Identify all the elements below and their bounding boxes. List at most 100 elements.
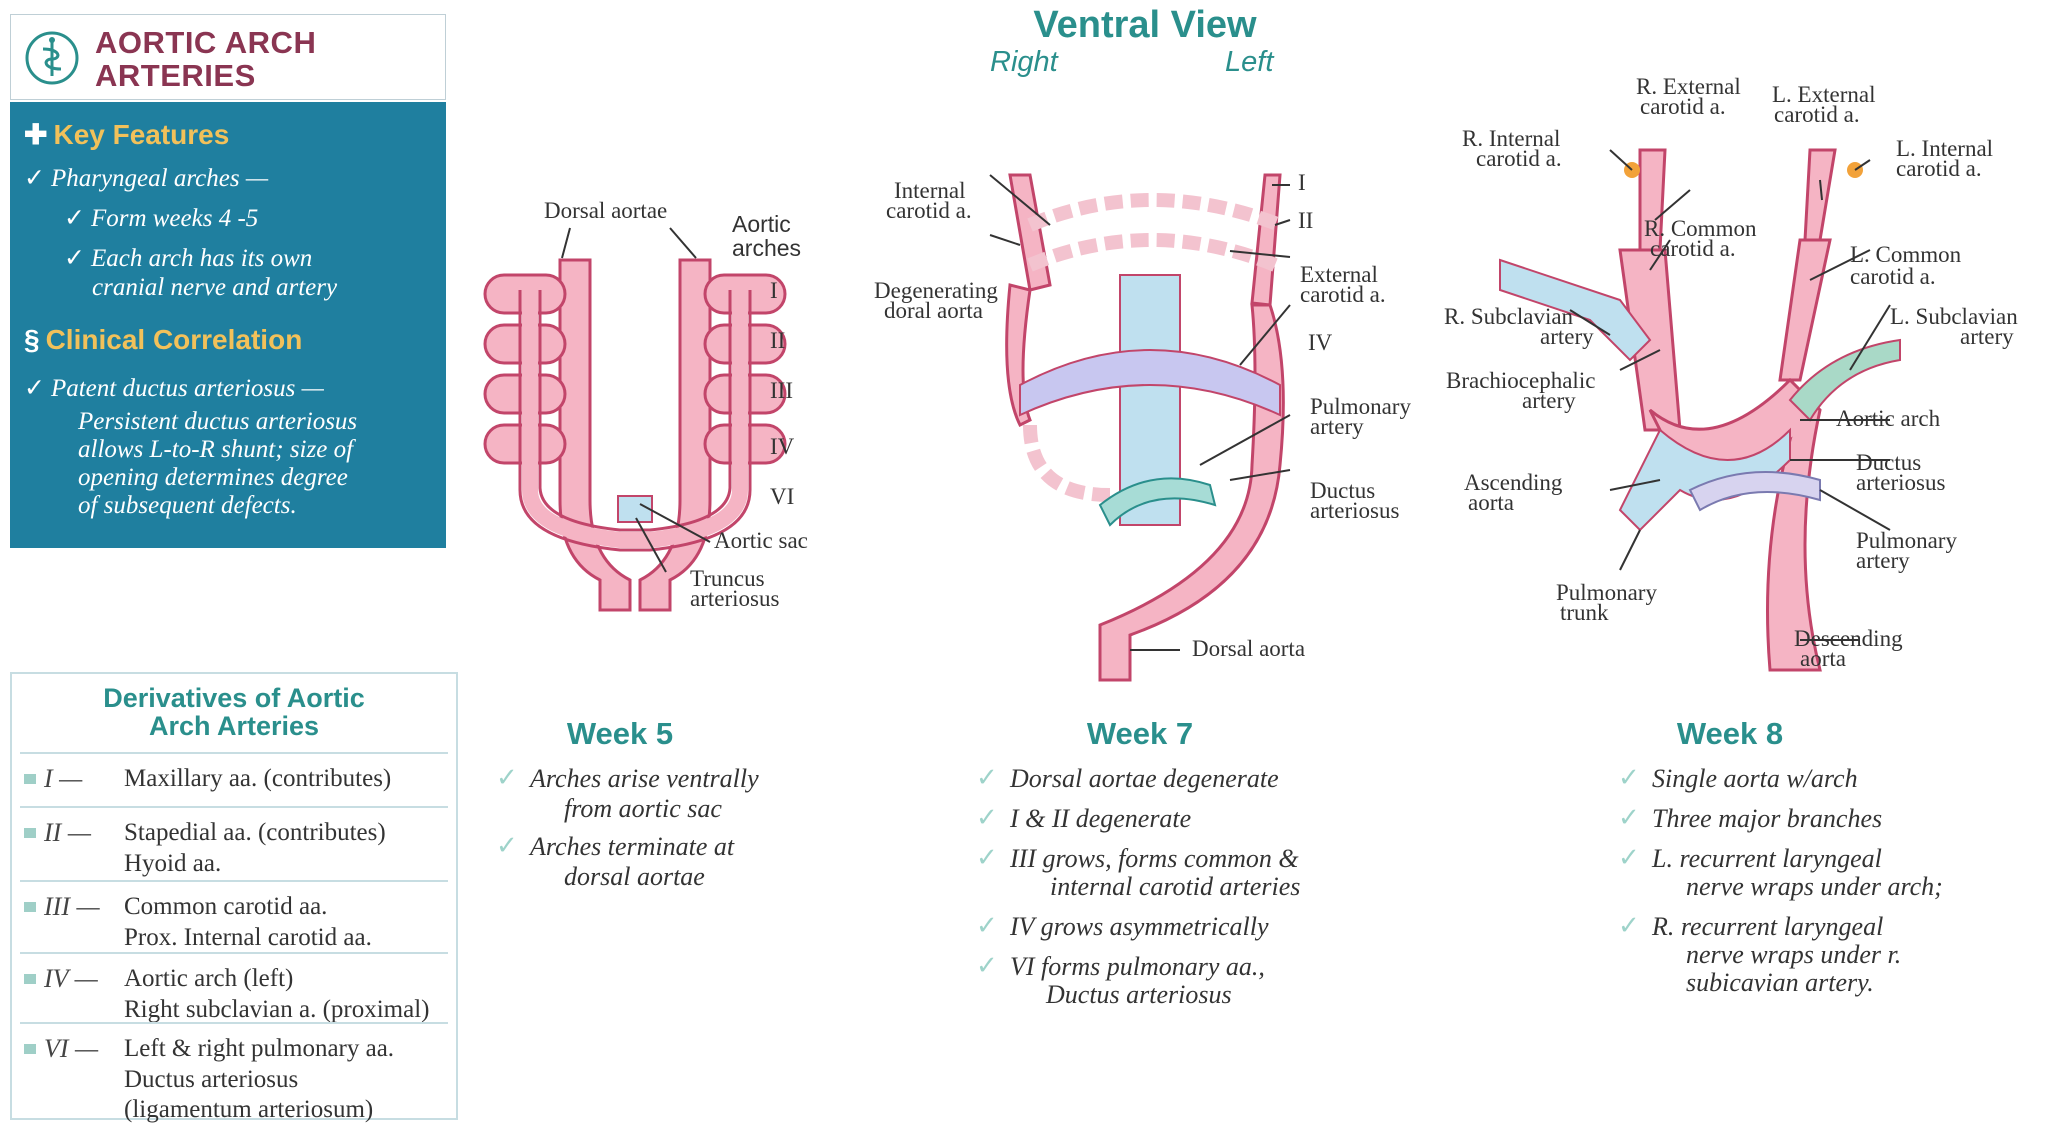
label-descending: Descending [1794,626,1903,651]
key-feature-line: ✓Form weeks 4 -5 [64,203,258,234]
plus-icon: ✚ [24,119,48,150]
cc-text-0: Patent ductus arteriosus — [50,375,324,402]
label-arch-i: I [770,278,778,303]
key-features-panel: ✚Key Features ✓Pharyngeal arches — ✓Form… [10,102,446,548]
row-line: Left & right pulmonary aa. [124,1035,395,1062]
cc-text-1: Persistent ductus arteriosus [78,408,358,435]
l-subclavian-shape [1788,338,1901,422]
label-arteriosus-w8: arteriosus [1856,470,1946,495]
list-item: ✓III grows, forms common & [976,843,1299,873]
list-item: nerve wraps under arch; [1686,872,1943,901]
list-item: internal carotid arteries [1050,872,1300,901]
deriv-title-2: Arch Arteries [148,711,320,742]
label-brachiocephalic-artery: artery [1522,388,1576,413]
cc-text-4: of subsequent defects. [78,492,297,519]
item-text: III grows, forms common & [1010,844,1299,873]
cc-text-3: opening determines degree [78,464,348,491]
clinical-line: Persistent ductus arteriosus [78,408,357,437]
label-r-common-carotid: carotid a. [1650,236,1736,261]
label-trunk: trunk [1560,600,1609,625]
table-row: VI — Left & right pulmonary aa.Ductus ar… [20,1022,448,1123]
item-text: subicavian artery. [1686,968,1874,997]
label-l-subclavian: L. Subclavian [1890,304,2018,329]
label-l-common: L. Common [1850,242,1962,267]
label-external: External [1300,262,1378,287]
item-text: I & II degenerate [1010,804,1192,833]
list-item: ✓ IV grows asymmetrically [976,911,1269,941]
dorsal-aorta-shape [1098,303,1285,682]
caduceus-icon [25,31,79,85]
label-l-external-carotid: carotid a. [1774,102,1860,127]
title-line-1: AORTIC ARCH [95,25,317,60]
label-r-subclavian-artery: artery [1540,324,1594,349]
check-icon: ✓ [64,243,85,272]
item-text: nerve wraps under r. [1686,940,1902,969]
item-text: Dorsal aortae degenerate [1010,764,1279,793]
item-text: Arches arise ventrally [530,764,759,793]
list-item: nerve wraps under r. [1686,940,1901,969]
week5-diagram [483,227,787,612]
left-internal-carotid [1008,173,1052,292]
check-icon: ✓ [496,763,518,793]
row-bullet [24,902,36,912]
clinical-line: ✓Patent ductus arteriosus — [24,373,324,404]
check-icon: ✓ [64,203,85,232]
deriv-title-1: Derivatives of Aortic [103,683,365,713]
cc-text-2: allows L-to-R shunt; size of [78,436,354,463]
week7-diagram [989,173,1291,682]
label-arch-ii-w7: II [1298,208,1314,233]
item-text: L. recurrent laryngeal [1652,844,1882,873]
clinical-line: of subsequent defects. [78,492,297,521]
week8-title: Week 8 [1676,716,1784,751]
label-arteriosus: arteriosus [690,586,780,611]
derivatives-table: Derivatives of Aortic Arch Arteries I — … [10,672,458,1123]
label-aortic-sac: Aortic sac [714,528,808,553]
check-icon: ✓ [976,763,998,793]
label-aortic: Aortic [732,211,791,237]
list-item: subicavian artery. [1686,968,1874,997]
kf-text-2: Each arch has its own [90,245,313,272]
label-descending-aorta: aorta [1800,646,1846,671]
label-arch-iv: IV [770,434,795,459]
label-ascending-aorta: aorta [1468,490,1514,515]
week8-diagram [1499,148,1901,672]
row-line: (ligamentum arteriosum) [124,1096,374,1123]
label-r-internal: R. Internal [1462,126,1561,151]
pulmonary-artery-shape [1688,471,1821,512]
left-side-label: Left [1225,46,1274,78]
arch-number: IV — [44,964,98,993]
label-ductus: Ductus [1310,478,1376,503]
item-text: dorsal aortae [564,862,705,891]
table-row: I — Maxillary aa. (contributes) [20,752,448,806]
row-text: Common carotid aa.Prox. Internal carotid… [124,892,372,953]
list-item: ✓R. recurrent laryngeal [1618,911,1883,941]
row-line: Prox. Internal carotid aa. [124,923,372,951]
list-item: dorsal aortae [564,862,705,891]
label-aortic-arch: Aortic arch [1836,406,1941,431]
label-r-common: R. Common [1644,216,1757,241]
check-icon: ✓ [496,831,518,861]
check-icon: ✓ [976,951,998,981]
check-icon: ✓ [1618,843,1640,873]
label-internal-carotid: carotid a. [886,198,972,223]
title-card: AORTIC ARCH ARTERIES [10,14,446,100]
label-pulmonary-w8: Pulmonary [1856,528,1957,553]
check-icon: ✓ [976,911,998,941]
item-text: nerve wraps under arch; [1686,872,1943,901]
row-text: Aortic arch (left)Right subclavian a. (p… [124,964,429,1025]
check-icon: ✓ [24,163,45,192]
row-bullet [24,774,36,784]
item-text: Arches terminate at [530,832,735,861]
key-features-title: Key Features [53,119,230,150]
label-l-internal-carotid: carotid a. [1896,156,1982,181]
row-line: Maxillary aa. (contributes) [124,765,392,792]
row-line: Aortic arch (left) [124,965,294,992]
item-text: IV grows asymmetrically [1010,912,1269,941]
week5-title: Week 5 [566,716,674,751]
arch-number: III — [44,892,100,921]
label-dorsal-aorta-w7: Dorsal aorta [1192,636,1306,661]
label-internal: Internal [894,178,966,203]
label-brachiocephalic: Brachiocephalic [1446,368,1596,393]
label-arch-i-w7: I [1298,170,1306,195]
list-item: ✓ Arches arise ventrally [496,763,759,793]
